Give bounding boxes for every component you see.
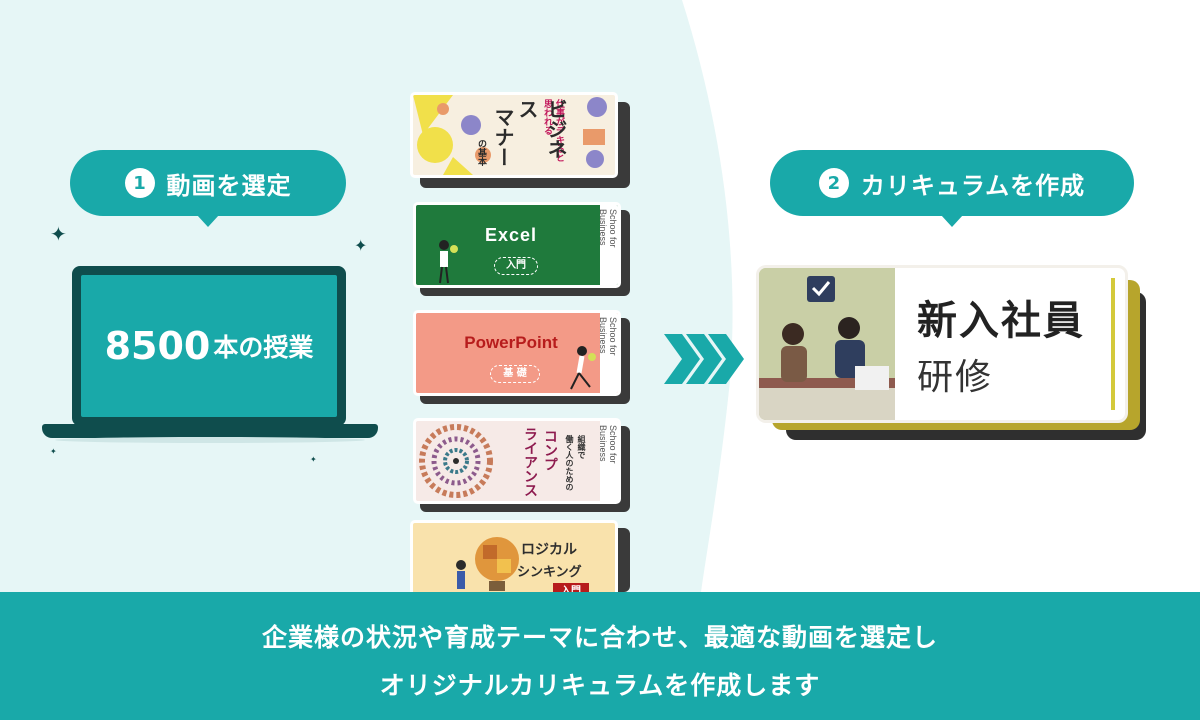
bottom-banner: 企業様の状況や育成テーマに合わせ、最適な動画を選定し オリジナルカリキュラムを作…	[0, 592, 1200, 720]
sparkle-icon: ✦	[354, 236, 368, 255]
curriculum-subtitle: 研修	[917, 357, 994, 398]
puzzle-bulb-icon	[456, 537, 519, 591]
sparkle-icon: ✦	[50, 222, 67, 246]
curriculum-label: 新入社員 研修	[903, 268, 1115, 420]
excel-brand: Schoo for Business	[598, 205, 618, 285]
step-1-label: 動画を選定	[166, 171, 292, 200]
step-2-bubble: 2 カリキュラムを作成	[770, 150, 1134, 227]
powerpoint-brand: Schoo for Business	[598, 313, 618, 393]
banner-line-2: オリジナルカリキュラムを作成します	[379, 671, 821, 700]
laptop-screen: 8500 本の授業	[72, 266, 346, 426]
powerpoint-title: PowerPoint	[464, 333, 558, 352]
manner-line5: の基本	[476, 139, 486, 166]
manner-line1: 仕事がデキると	[554, 99, 564, 162]
banner-line-1: 企業様の状況や育成テーマに合わせ、最適な動画を選定し	[261, 623, 938, 652]
course-card-excel: Excel 入門 Schoo for Business	[413, 202, 621, 288]
logical-line2: シンキング	[517, 565, 582, 580]
step-1-bubble: 1 動画を選定	[70, 150, 346, 227]
excel-level: 入門	[494, 257, 538, 275]
course-count-unit: 本の授業	[213, 333, 314, 362]
curriculum-accent-bar	[1111, 278, 1115, 410]
sparkle-icon: ✦	[50, 447, 57, 456]
step-2-label: カリキュラムを作成	[860, 171, 1086, 200]
running-person-icon	[570, 346, 596, 390]
compliance-brand: Schoo for Business	[598, 421, 618, 501]
person-illustration-icon	[439, 240, 458, 284]
compliance-title1: コンプ	[542, 429, 558, 471]
logical-line1: ロジカル	[521, 542, 577, 558]
students-photo-icon	[759, 268, 895, 420]
excel-title: Excel	[484, 225, 538, 245]
step-2-number: 2	[818, 168, 849, 198]
laptop-base	[42, 424, 378, 438]
course-card-compliance: 組織で 働く人のための コンプ ライアンス Schoo for Business	[413, 418, 621, 504]
laptop-display: 8500 本の授業	[81, 275, 337, 417]
manner-illustration-icon	[413, 95, 491, 175]
manner-line2: 思われる	[542, 99, 552, 135]
course-card-powerpoint: PowerPoint 基 礎 Schoo for Business	[413, 310, 621, 396]
compliance-sub2: 働く人のための	[565, 435, 574, 491]
curriculum-title: 新入社員	[917, 298, 1085, 344]
curriculum-card: 新入社員 研修	[756, 265, 1128, 423]
crowd-swirl-icon	[419, 424, 493, 498]
course-card-logical-thinking: ロジカル シンキング 入門	[410, 520, 618, 600]
course-card-business-manner: 仕事がデキると 思われる ビジネス マナー の基本	[410, 92, 618, 178]
compliance-title2: ライアンス	[522, 427, 538, 497]
step-1-number: 1	[124, 168, 155, 198]
sparkle-icon: ✦	[310, 455, 317, 464]
compliance-sub1: 組織で	[577, 435, 586, 459]
manner-line3: ビジネス	[515, 99, 568, 159]
manner-illustration-icon	[583, 97, 607, 168]
triple-chevron-arrow-icon	[664, 334, 744, 384]
powerpoint-level: 基 礎	[490, 365, 540, 383]
laptop-shadow	[55, 437, 365, 443]
course-count: 8500	[104, 324, 211, 368]
manner-line4: マナー	[491, 107, 515, 167]
